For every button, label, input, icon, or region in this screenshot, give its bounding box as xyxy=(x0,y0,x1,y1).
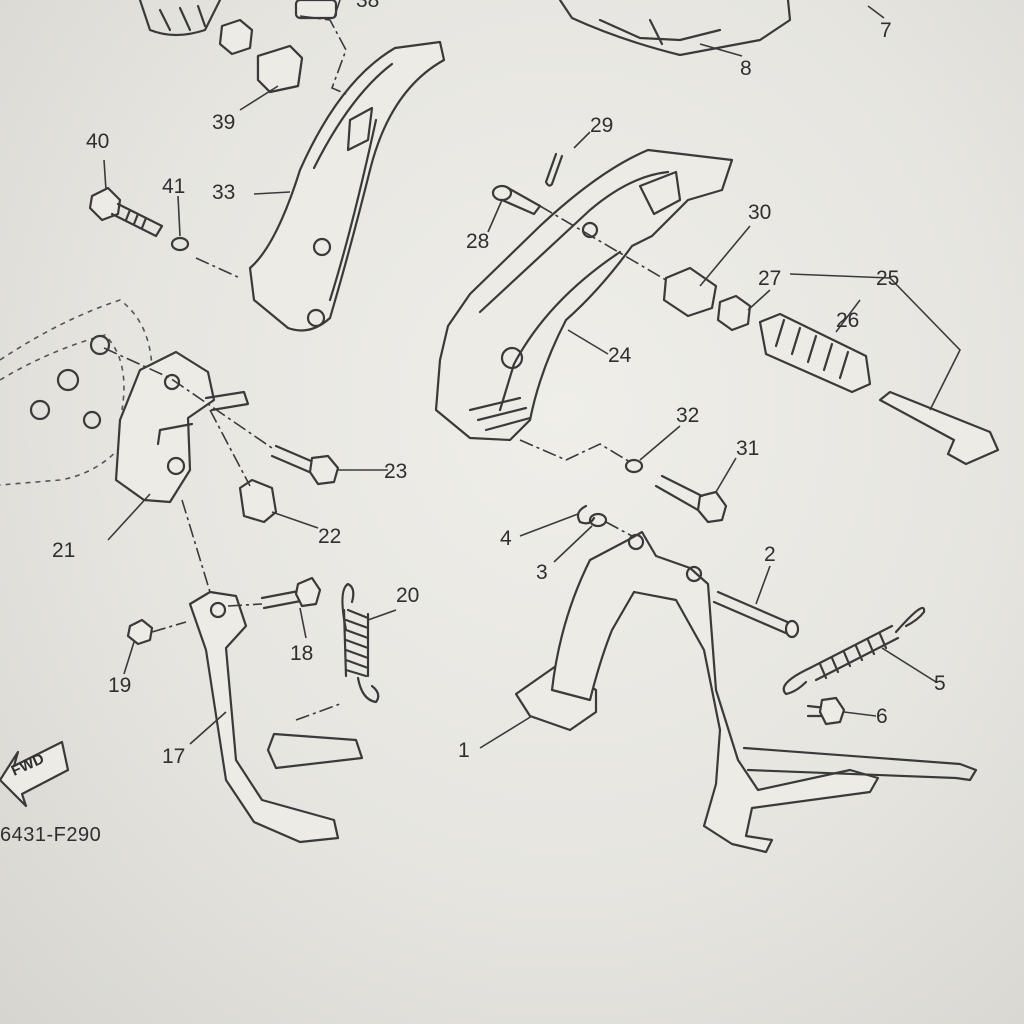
callout-33: 33 xyxy=(212,181,236,204)
callout-8: 8 xyxy=(740,57,752,80)
front-footrest-bracket xyxy=(434,148,734,442)
bolt-23 xyxy=(270,444,340,486)
callout-28: 28 xyxy=(466,230,490,253)
center-lines xyxy=(103,15,667,721)
callout-25: 25 xyxy=(876,267,900,290)
spring-20 xyxy=(341,582,380,704)
callout-30: 30 xyxy=(748,201,772,224)
footrest-rubber-26 xyxy=(758,312,872,394)
nut-19 xyxy=(126,618,154,646)
top-left-parts xyxy=(138,0,338,94)
fwd-arrow-icon: FWD xyxy=(0,740,70,808)
callout-19: 19 xyxy=(108,674,132,697)
callout-22: 22 xyxy=(318,525,342,548)
callout-31: 31 xyxy=(736,437,760,460)
callout-18: 18 xyxy=(290,642,314,665)
washer-41 xyxy=(170,236,190,252)
callout-4: 4 xyxy=(500,527,512,550)
callout-7: 7 xyxy=(880,19,892,42)
nut-27 xyxy=(716,294,752,332)
bolt-18 xyxy=(260,576,322,610)
bolt-40 xyxy=(88,186,164,238)
callout-3: 3 xyxy=(536,561,548,584)
bolt-6 xyxy=(806,696,846,726)
washer-3 xyxy=(588,512,608,528)
spring-5 xyxy=(782,606,926,696)
callout-26: 26 xyxy=(836,309,860,332)
callout-1: 1 xyxy=(458,739,470,762)
collar-39 xyxy=(256,44,304,94)
block-30 xyxy=(662,266,718,318)
callout-39: 39 xyxy=(212,111,236,134)
callout-23: 23 xyxy=(384,460,408,483)
pin-28 xyxy=(491,184,542,216)
callout-27: 27 xyxy=(758,267,782,290)
diagram-reference-code: 6431-F290 xyxy=(0,824,102,846)
callout-29: 29 xyxy=(590,114,614,137)
callout-21: 21 xyxy=(52,539,76,562)
sidestand-17 xyxy=(188,590,364,844)
callout-6: 6 xyxy=(876,705,888,728)
callout-2: 2 xyxy=(764,543,776,566)
top-right-bracket xyxy=(558,0,792,57)
callout-17: 17 xyxy=(162,745,186,768)
callout-20: 20 xyxy=(396,584,420,607)
callout-5: 5 xyxy=(934,672,946,695)
callout-40: 40 xyxy=(86,130,110,153)
callout-32: 32 xyxy=(676,404,700,427)
callout-41: 41 xyxy=(162,175,186,198)
rear-footrest-bracket xyxy=(248,40,446,332)
centerstand-1 xyxy=(514,530,978,854)
washer-32 xyxy=(624,458,644,474)
sidestand-bracket-21 xyxy=(114,350,250,504)
footrest-25 xyxy=(878,390,1000,466)
cotter-pin-29 xyxy=(544,152,564,187)
stopper-22 xyxy=(238,478,278,524)
engine-cover-outline xyxy=(0,299,153,486)
pivot-shaft-2 xyxy=(712,590,800,639)
leader-lines xyxy=(103,0,961,749)
bolt-31 xyxy=(654,474,728,524)
callout-24: 24 xyxy=(608,344,632,367)
circlip-4 xyxy=(576,504,596,525)
callout-38: 38 xyxy=(356,0,380,12)
